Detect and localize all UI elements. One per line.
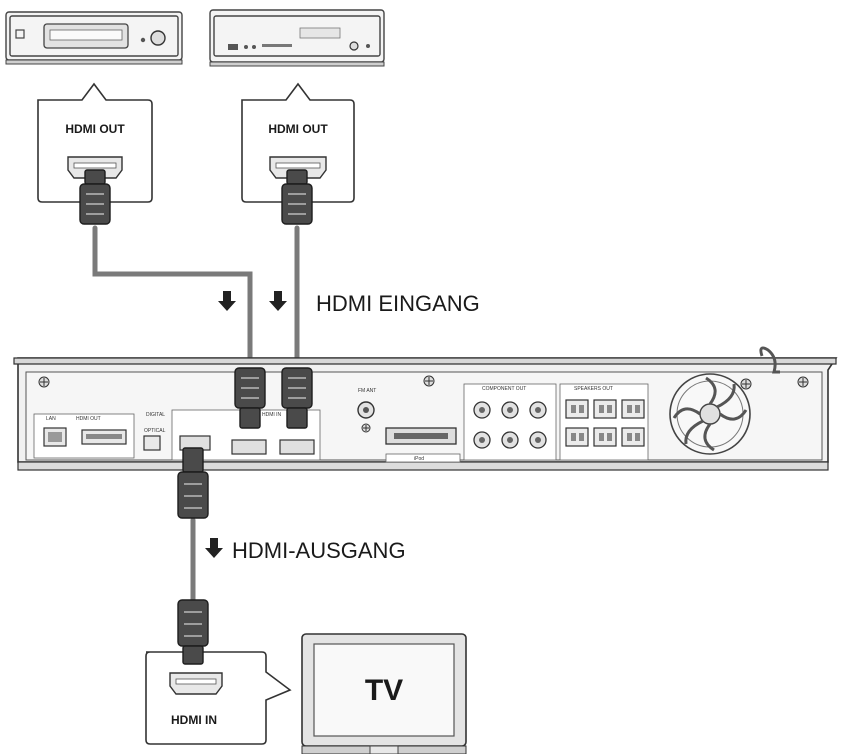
panel-speakers-out-label: SPEAKERS OUT: [574, 386, 613, 392]
screw-icon: [38, 376, 50, 388]
panel-component-out-label: COMPONENT OUT: [482, 386, 526, 392]
hdmi-plug-icon: [281, 169, 313, 225]
hdmi-plug-icon: [177, 447, 209, 519]
optical-port: [143, 435, 161, 451]
hdmi-out-label-2: HDMI OUT: [268, 122, 328, 136]
down-arrow-icon: [218, 291, 236, 311]
panel-ipod-label: iPod: [414, 456, 424, 462]
hdmi-port-icon: [67, 156, 123, 179]
screw-icon: [797, 376, 809, 388]
down-arrow-icon: [205, 538, 223, 558]
callout-hdmi-out-1: HDMI OUT: [37, 82, 153, 203]
screw-icon: [361, 423, 371, 433]
screw-icon: [423, 375, 435, 387]
panel-digital-label: DIGITAL: [146, 412, 165, 418]
cooling-fan-icon: [669, 373, 751, 455]
source-device-2: [209, 9, 385, 67]
hdmi-eingang-label: HDMI EINGANG: [316, 291, 480, 316]
down-arrow-icon: [269, 291, 287, 311]
callout-hdmi-in: HDMI IN: [145, 651, 292, 745]
hdmi-plug-icon: [79, 169, 111, 225]
panel-optical-label: OPTICAL: [144, 428, 166, 434]
panel-fm-ant-label: FM ANT: [358, 388, 376, 394]
panel-lan-label: LAN: [46, 416, 56, 422]
panel-hdmi-out-label: HDMI OUT: [76, 416, 101, 422]
hdmi-plug-icon: [281, 367, 313, 429]
hdmi-cable-1: [92, 225, 253, 373]
tv-set: TV: [301, 633, 467, 754]
hdmi-in-label: HDMI IN: [171, 713, 217, 727]
hdmi-plug-icon: [177, 599, 209, 665]
hdmi-plug-icon: [234, 367, 266, 429]
hdmi-out-label-1: HDMI OUT: [65, 122, 125, 136]
screw-icon: [740, 378, 752, 390]
source-device-1: [5, 11, 183, 65]
callout-hdmi-out-2: HDMI OUT: [241, 82, 355, 203]
hdmi-port-icon: [269, 156, 327, 179]
panel-hdmi-in-label: HDMI IN: [262, 412, 282, 418]
home-theater-receiver: LAN HDMI OUT DIGITAL OPTICAL HDMI IN FM …: [13, 346, 838, 471]
tv-label: TV: [365, 674, 403, 707]
hdmi-ausgang-label: HDMI-AUSGANG: [232, 538, 406, 563]
hdmi-port-icon: [169, 672, 223, 695]
